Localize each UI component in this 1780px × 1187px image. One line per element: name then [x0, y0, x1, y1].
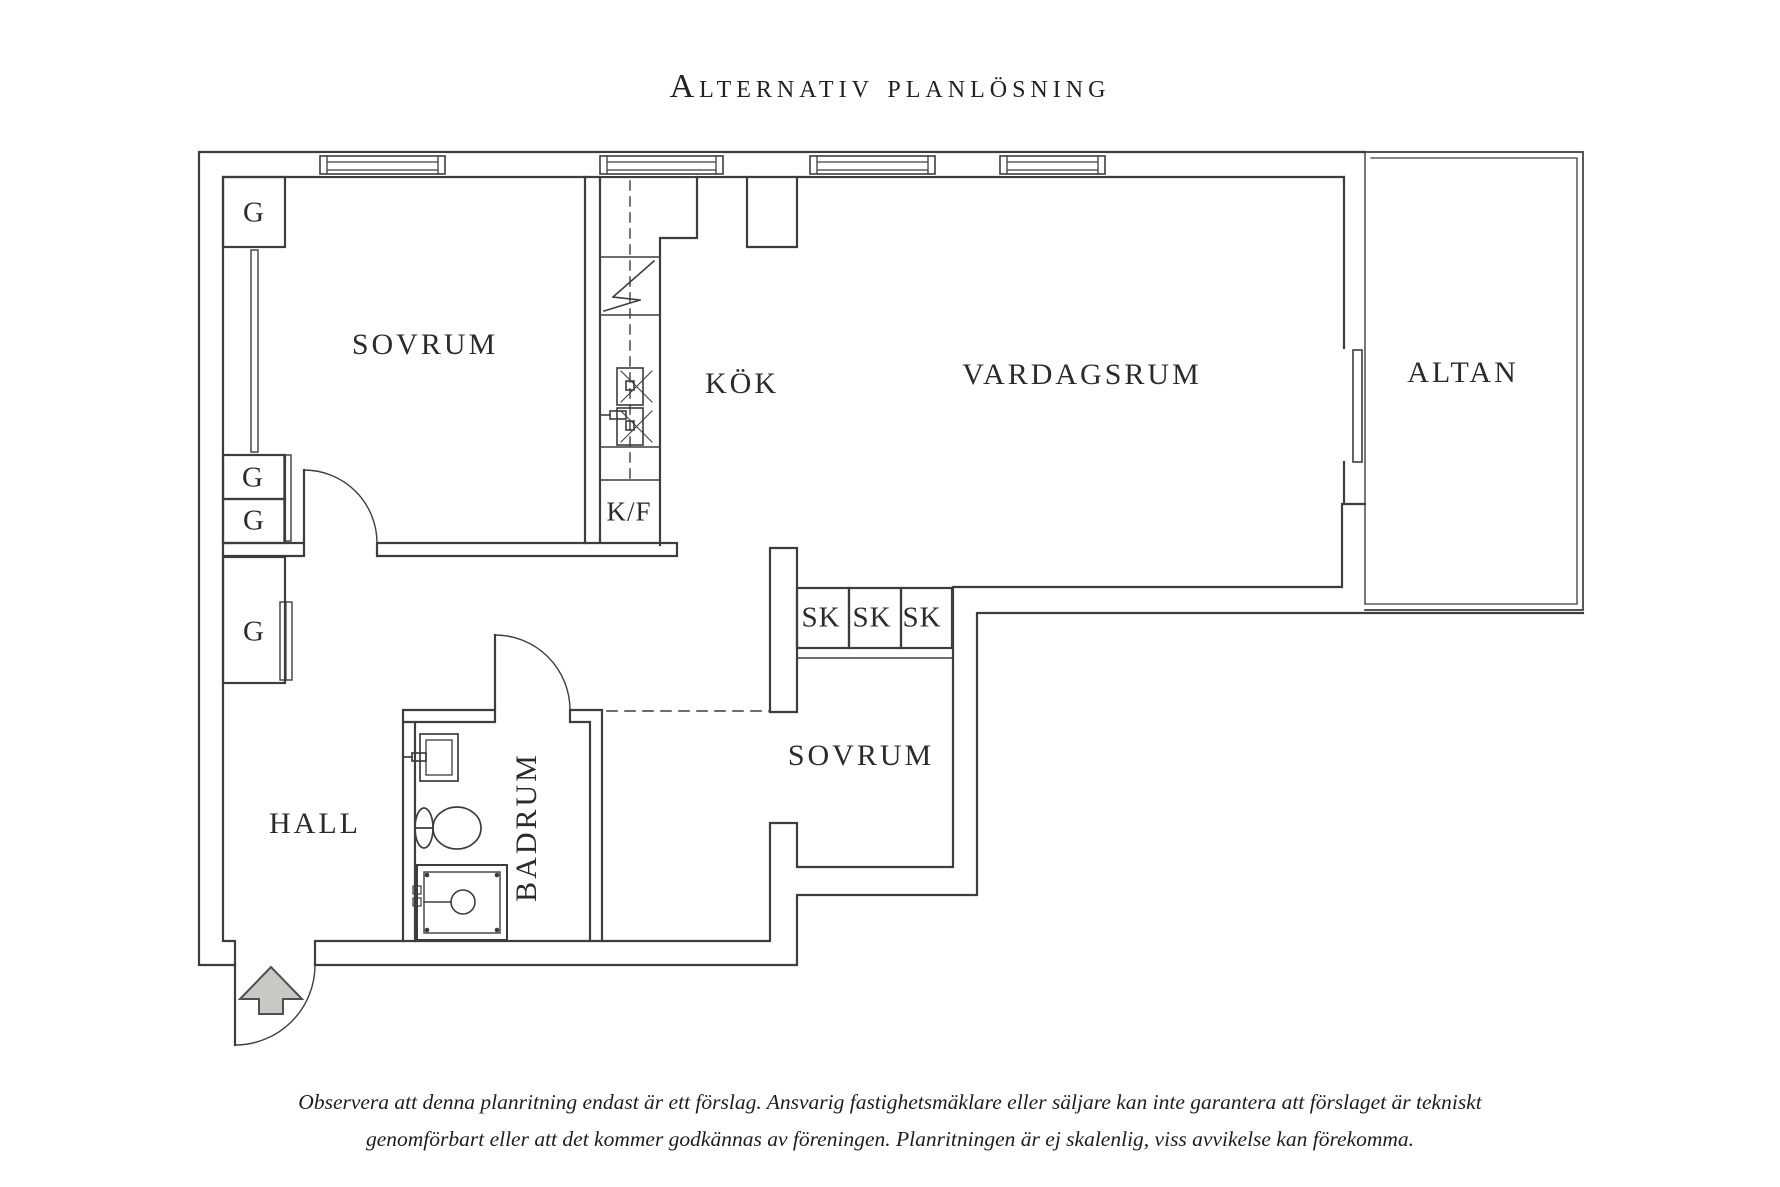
sovrum1-east-wall	[583, 175, 602, 545]
room-label-kok: KÖK	[705, 367, 779, 400]
room-label-vardagsrum: VARDAGSRUM	[962, 358, 1202, 391]
closet-front-line	[250, 249, 259, 453]
closet-label-g-hall: G	[243, 615, 265, 648]
closet-label-g2: G	[242, 461, 264, 494]
room-label-sovrum1: SOVRUM	[351, 328, 499, 361]
kok-vardagsrum-pier	[745, 175, 799, 249]
sk3-box	[899, 586, 954, 650]
outer-wall	[197, 150, 1585, 967]
inner-wall	[221, 175, 1367, 967]
window-1	[319, 153, 446, 176]
disclaimer-line-1: Observera att denna planritning endast ä…	[298, 1090, 1482, 1114]
balcony-slider-door	[1352, 349, 1363, 463]
hall-closet-box	[221, 555, 287, 685]
badrum-door-arc	[494, 634, 571, 711]
closet-label-sk3: SK	[902, 601, 942, 634]
badrum-sink	[402, 733, 459, 782]
room-label-badrum: BADRUM	[510, 752, 543, 902]
closet-label-sk1: SK	[801, 601, 841, 634]
badrum-toilet	[414, 806, 482, 850]
kitchen-sink	[599, 367, 653, 446]
kitchen-counter-dividers	[599, 446, 661, 481]
sovrum2-pier	[768, 546, 799, 714]
plan-title: Alternativ planlösning	[669, 68, 1111, 105]
stove-symbol	[599, 256, 661, 316]
room-label-hall: HALL	[269, 807, 361, 840]
room-label-sovrum2: SOVRUM	[787, 739, 935, 772]
entry-door-arc	[234, 964, 316, 1046]
appliance-label-kf: K/F	[606, 496, 652, 527]
disclaimer: Observera att denna planritning endast ä…	[0, 1084, 1780, 1158]
altan-railing-inner	[1364, 157, 1578, 605]
kitchen-counter	[658, 175, 699, 547]
closet-label-sk2: SK	[852, 601, 892, 634]
disclaimer-line-2: genomförbart eller att det kommer godkän…	[365, 1127, 1415, 1151]
entry-arrow-icon	[237, 965, 305, 1015]
window-4	[999, 153, 1106, 176]
sovrum1-door-arc	[303, 469, 378, 544]
closet-g1-box	[221, 175, 287, 249]
window-3	[809, 153, 936, 176]
closet-slider	[283, 454, 292, 542]
room-label-altan: ALTAN	[1407, 356, 1519, 389]
altan-railing-outer	[1364, 151, 1584, 611]
closet-label-g3: G	[243, 504, 265, 537]
sovrum1-south-wall	[221, 541, 679, 558]
closet-label-g1: G	[243, 196, 265, 229]
badrum-shower	[412, 864, 508, 941]
window-2	[599, 153, 724, 176]
